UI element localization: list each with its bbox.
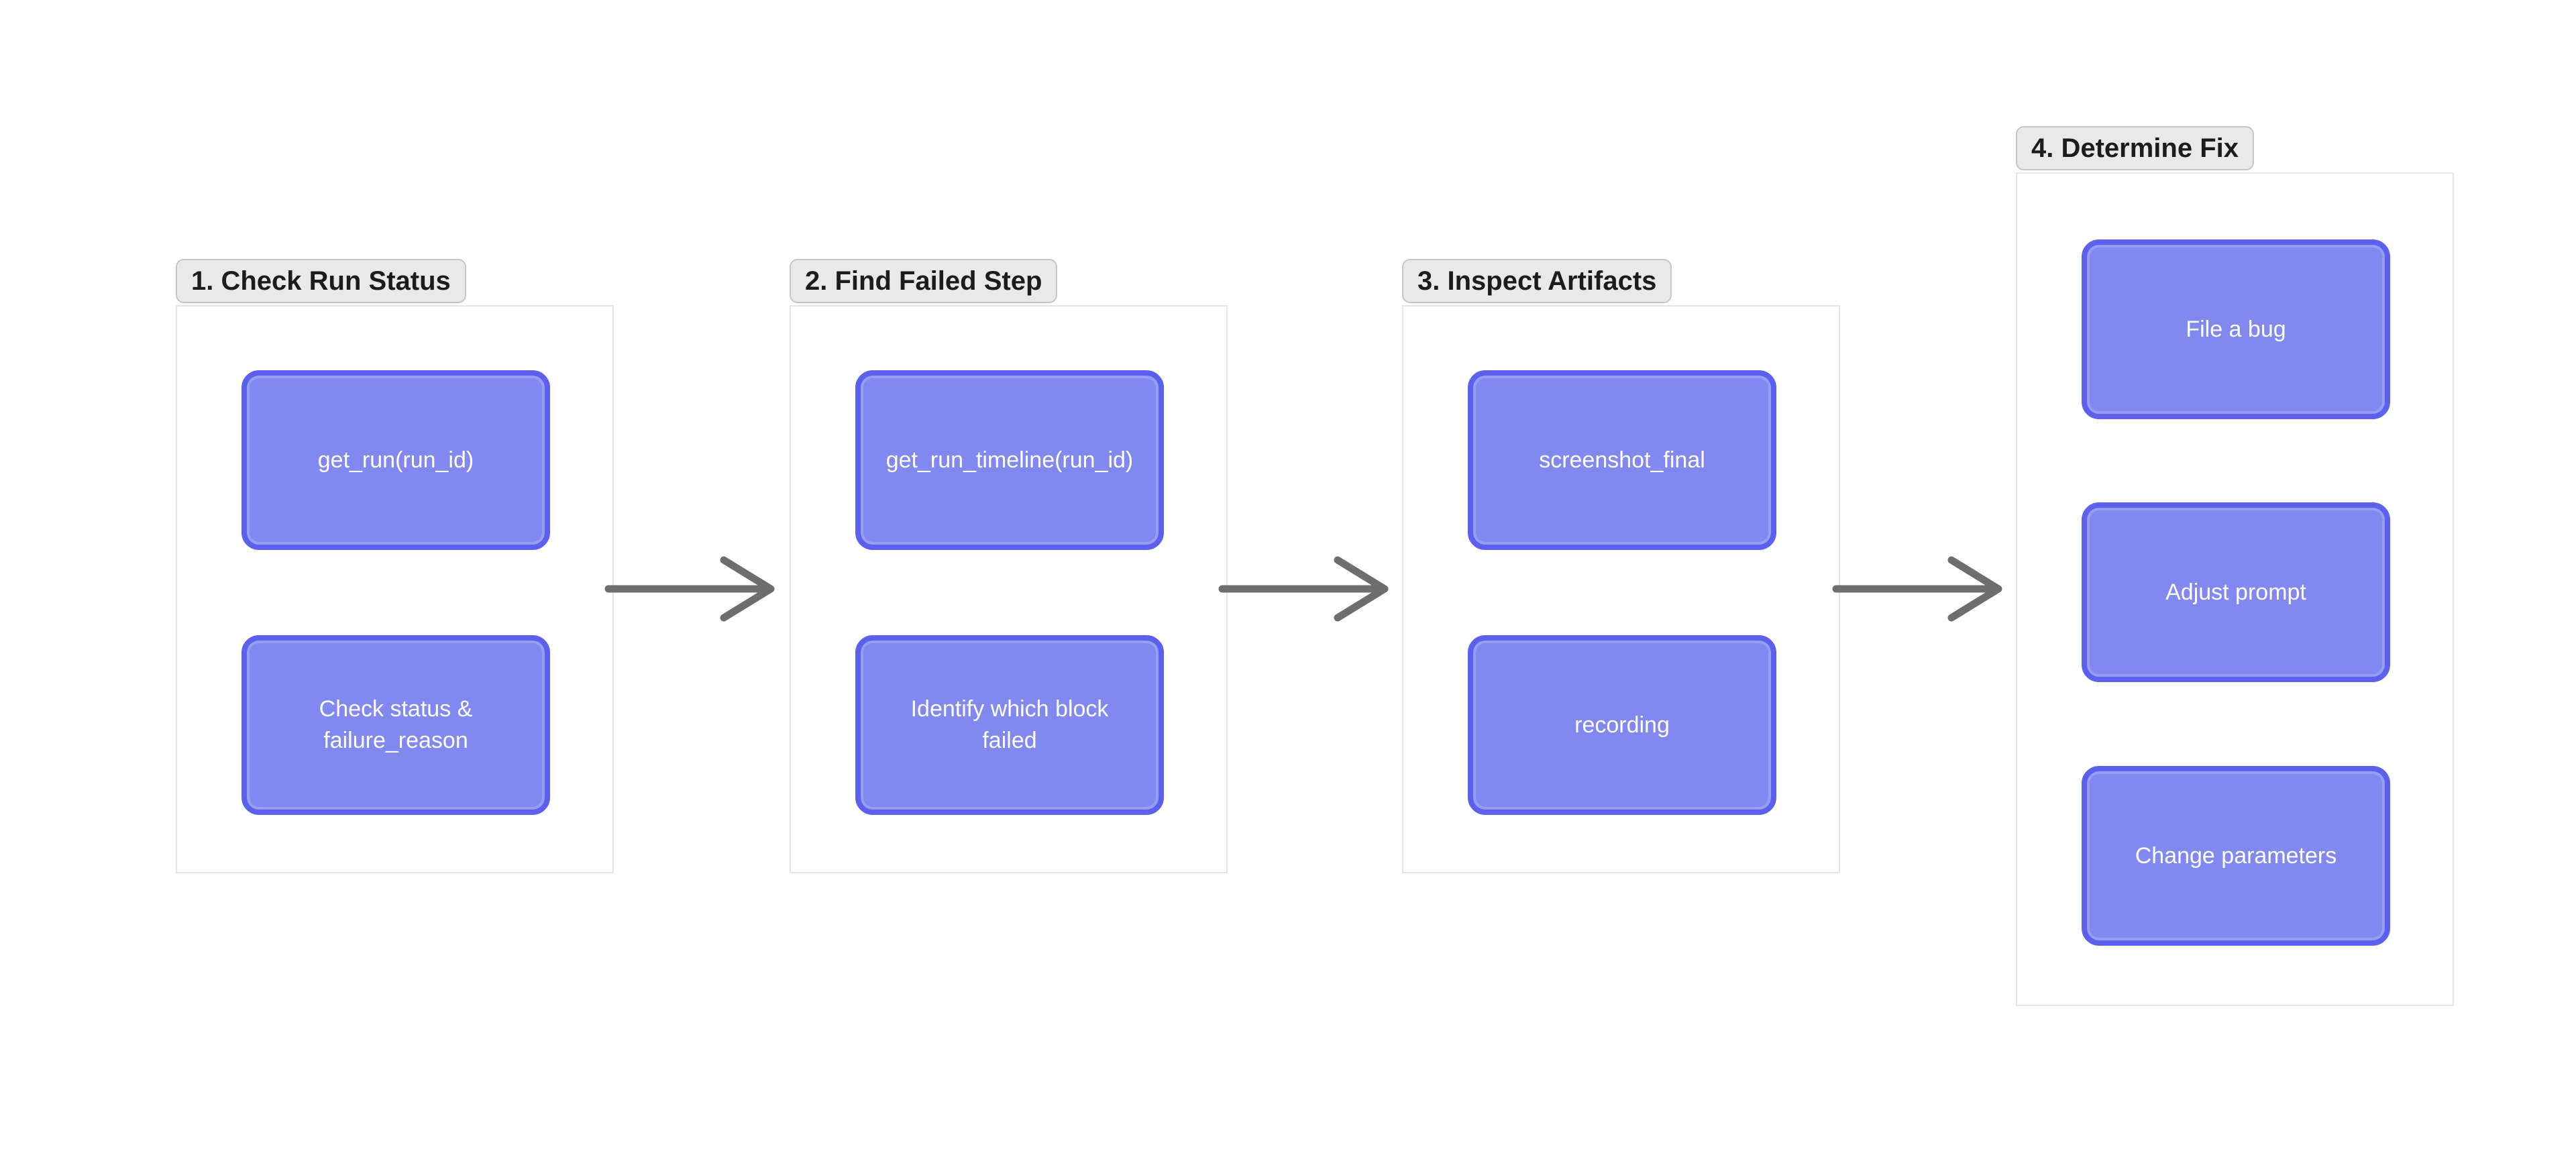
node-check-status-label: Check status & failure_reason xyxy=(319,696,473,753)
node-get-run-label: get_run(run_id) xyxy=(317,447,474,473)
node-recording-label: recording xyxy=(1574,712,1670,738)
frame-label-inspect-artifacts[interactable]: 3. Inspect Artifacts xyxy=(1402,259,1672,303)
frame-inspect-artifacts[interactable]: screenshot_final recording xyxy=(1402,305,1840,873)
node-get-run[interactable]: get_run(run_id) xyxy=(241,370,550,550)
node-change-parameters[interactable]: Change parameters xyxy=(2082,766,2390,946)
flow-arrow-1[interactable] xyxy=(604,549,782,629)
node-screenshot-final[interactable]: screenshot_final xyxy=(1468,370,1776,550)
frame-find-failed-step[interactable]: get_run_timeline(run_id) Identify which … xyxy=(790,305,1228,873)
node-get-run-timeline[interactable]: get_run_timeline(run_id) xyxy=(855,370,1164,550)
frame-label-find-failed-step[interactable]: 2. Find Failed Step xyxy=(790,259,1058,303)
node-get-run-timeline-label: get_run_timeline(run_id) xyxy=(885,447,1134,473)
node-change-parameters-label: Change parameters xyxy=(2135,842,2337,869)
node-identify-failed-block-label: Identify which block failed xyxy=(910,696,1109,753)
node-identify-failed-block[interactable]: Identify which block failed xyxy=(855,635,1164,815)
frame-label-determine-fix[interactable]: 4. Determine Fix xyxy=(2016,126,2255,170)
frame-check-run-status[interactable]: get_run(run_id) Check status & failure_r… xyxy=(176,305,614,873)
frame-label-check-run-status[interactable]: 1. Check Run Status xyxy=(176,259,466,303)
flow-arrow-2[interactable] xyxy=(1218,549,1395,629)
flow-arrow-3[interactable] xyxy=(1832,549,2009,629)
node-recording[interactable]: recording xyxy=(1468,635,1776,815)
node-adjust-prompt[interactable]: Adjust prompt xyxy=(2082,502,2390,682)
node-check-status-failure-reason[interactable]: Check status & failure_reason xyxy=(241,635,550,815)
node-file-a-bug-label: File a bug xyxy=(2186,316,2286,342)
frame-determine-fix[interactable]: File a bug Adjust prompt Change paramete… xyxy=(2016,172,2454,1006)
node-screenshot-final-label: screenshot_final xyxy=(1539,447,1705,473)
node-file-a-bug[interactable]: File a bug xyxy=(2082,239,2390,419)
node-adjust-prompt-label: Adjust prompt xyxy=(2165,579,2306,605)
